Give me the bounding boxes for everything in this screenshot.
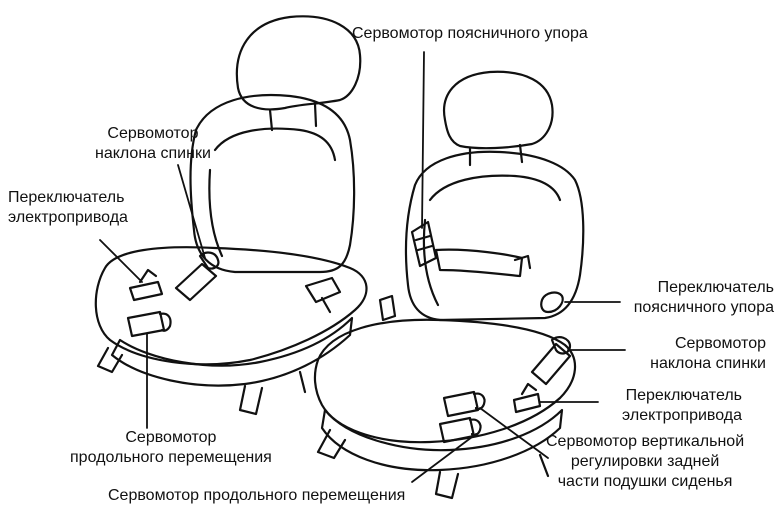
left-cushion-front xyxy=(110,316,354,387)
right-tilt-motor xyxy=(530,336,572,386)
label-slide-motor-bottom: Сервомотор продольного перемещения xyxy=(108,487,406,504)
label-tilt-motor-right: Сервомотор наклона спинки xyxy=(650,335,766,372)
right-slide-motor xyxy=(438,416,482,444)
left-buckle xyxy=(304,276,342,314)
label-lumbar-motor: Сервомотор поясничного упора xyxy=(352,25,588,42)
right-clip xyxy=(378,294,397,322)
label-rear-height-motor: Сервомотор вертикальной регулировки задн… xyxy=(546,433,745,490)
right-backrest-inner xyxy=(422,174,562,307)
left-slide-motor xyxy=(126,310,172,338)
right-backrest xyxy=(404,150,585,322)
leader-lumbar-motor xyxy=(421,51,425,229)
leader-slide-bottom xyxy=(411,433,477,483)
right-switch xyxy=(512,382,542,414)
right-base xyxy=(316,428,550,500)
label-slide-motor-left: Сервомотор продольного перемещения xyxy=(70,429,272,466)
leader-lines xyxy=(99,51,626,483)
left-cushion xyxy=(94,246,368,366)
left-backrest xyxy=(189,93,356,274)
leader-switch-left xyxy=(99,239,143,283)
right-lumbar-bar xyxy=(434,248,532,278)
left-headrest xyxy=(235,15,362,111)
leader-tilt-left xyxy=(177,164,206,259)
right-rear-height-motor xyxy=(442,390,486,418)
right-cushion-front xyxy=(320,408,564,472)
label-lumbar-switch: Переключатель поясничного упора xyxy=(633,279,774,316)
label-power-switch-right: Переключатель электропривода xyxy=(622,387,742,424)
left-headrest-posts xyxy=(268,102,318,132)
right-lumbar-switch xyxy=(540,291,564,314)
label-tilt-motor-left: Сервомотор наклона спинки xyxy=(95,125,211,162)
left-backrest-inner xyxy=(208,127,337,258)
left-seat xyxy=(94,15,368,416)
right-headrest xyxy=(443,70,554,150)
label-power-switch-left: Переключатель электропривода xyxy=(8,189,128,226)
left-base xyxy=(96,346,307,416)
left-switch xyxy=(128,268,164,302)
left-tilt-motor xyxy=(174,251,220,302)
right-seat xyxy=(313,70,585,500)
leader-rear-height xyxy=(479,407,549,459)
